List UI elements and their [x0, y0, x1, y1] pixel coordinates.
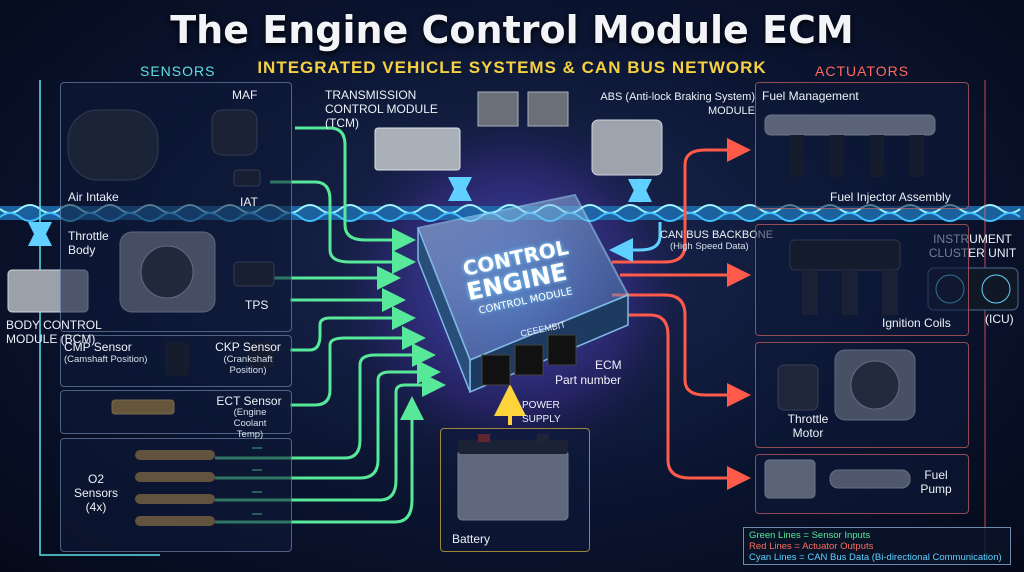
sensors-heading: SENSORS	[140, 63, 216, 79]
page-title: The Engine Control Module ECM	[170, 8, 854, 52]
can-bus-title: CAN BUS BACKBONE	[660, 229, 774, 241]
abs-label: ABS (Anti-lock Braking System) MODULE	[600, 91, 755, 117]
actuator-output-lines	[605, 138, 751, 490]
actuators-heading: ACTUATORS	[815, 63, 910, 79]
ecm-part-number: Part number	[555, 373, 622, 387]
ecm-module	[416, 193, 630, 394]
sensor-panel-ect	[60, 390, 292, 434]
ignition-coils-label: Ignition Coils	[882, 316, 951, 330]
legend-green: Green Lines = Sensor Inputs	[749, 530, 871, 541]
actuator-panel-ignition	[755, 224, 969, 336]
cmp-sub-label: (Camshaft Position)	[64, 354, 148, 365]
throttle-motor-label: Throttle Motor	[787, 412, 829, 440]
actuator-panel-throttle	[755, 342, 969, 448]
cmp-label: CMP Sensor	[64, 340, 132, 354]
legend-cyan: Cyan Lines = CAN Bus Data (Bi-directiona…	[749, 552, 1002, 563]
sensor-panel-position	[60, 335, 292, 387]
tps-label: TPS	[245, 298, 269, 312]
can-links	[28, 177, 662, 262]
page-subtitle: INTEGRATED VEHICLE SYSTEMS & CAN BUS NET…	[257, 58, 767, 77]
maf-label: MAF	[232, 88, 258, 102]
fuel-pump-label: Fuel Pump	[920, 468, 952, 496]
fuel-injector-label: Fuel Injector Assembly	[830, 190, 951, 204]
ckp-label: CKP Sensor	[215, 340, 281, 354]
can-bus-subtitle: (High Speed Data)	[670, 241, 749, 252]
battery-panel	[440, 428, 590, 552]
throttle-body-label: Throttle Body	[68, 229, 109, 257]
o2-label: O2 Sensors (4x)	[73, 472, 119, 514]
fuel-management-label: Fuel Management	[762, 89, 859, 103]
actuator-panel-pump	[755, 454, 969, 514]
sensor-panel-o2	[60, 438, 292, 552]
legend-red: Red Lines = Actuator Outputs	[749, 541, 874, 552]
ecm-caption: ECM	[595, 358, 622, 372]
ckp-sub-label: (Crankshaft Position)	[223, 354, 273, 376]
power-supply-label: POWER SUPPLY	[522, 400, 561, 425]
icu-abbr: (ICU)	[985, 312, 1014, 326]
iat-label: IAT	[240, 195, 258, 209]
tcm-label: TRANSMISSION CONTROL MODULE (TCM)	[325, 88, 438, 130]
sensor-input-lines	[215, 126, 446, 524]
ect-sub-label: (Engine Coolant Temp)	[233, 407, 267, 440]
battery-label: Battery	[452, 532, 491, 546]
legend: Green Lines = Sensor Inputs Red Lines = …	[743, 527, 1011, 565]
ect-label: ECT Sensor	[216, 394, 282, 408]
air-intake-label: Air Intake	[68, 190, 119, 204]
sensor-panel-intake	[60, 82, 292, 332]
bcm-label: BODY CONTROL MODULE (BCM)	[6, 318, 102, 346]
actuator-panel-fuel	[755, 82, 969, 209]
